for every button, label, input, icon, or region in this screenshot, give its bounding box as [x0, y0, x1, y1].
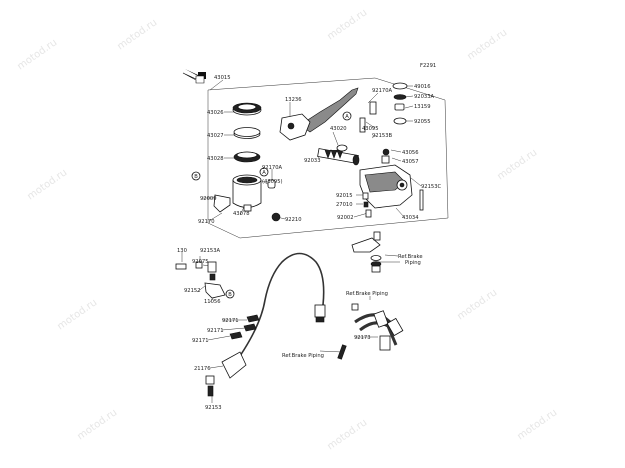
brake-light-switch — [205, 351, 247, 397]
brake-hoses — [351, 303, 404, 351]
boot-43020 — [336, 144, 348, 152]
front-arrow-icon — [182, 69, 206, 84]
callout-a-2: A — [259, 167, 269, 177]
part-label: 92002 — [337, 215, 354, 221]
part-label: 43057 — [402, 159, 419, 165]
part-label: 43028 — [207, 156, 224, 162]
part-label: Ref.Brake Piping — [282, 353, 324, 359]
reservoir-cap — [232, 102, 262, 116]
part-label: 92033A — [414, 94, 435, 100]
part-label: 27010 — [336, 202, 353, 208]
part-label: 92170 — [198, 219, 215, 225]
wire-clamps — [229, 314, 260, 340]
part-label: 43026 — [207, 110, 224, 116]
part-label: 49016 — [414, 84, 431, 90]
part-label: 43020 — [330, 126, 347, 132]
switch-parts — [175, 261, 226, 299]
part-label: 92171 — [222, 318, 239, 324]
callout-a-label: A — [262, 170, 266, 176]
part-label: 92170A — [262, 165, 283, 171]
part-label: Ref.Brake — [398, 254, 423, 260]
assembly-outline — [207, 77, 449, 239]
part-label: Ref.Brake Piping — [346, 291, 388, 297]
part-label: 92171 — [192, 338, 209, 344]
watermark: motod.ru — [455, 287, 499, 322]
part-label: 43015 — [214, 75, 231, 81]
piston-assembly — [317, 148, 360, 166]
master-cylinder-body — [359, 164, 413, 209]
watermark: motod.ru — [495, 147, 539, 182]
hose-clamp — [267, 179, 276, 189]
watermark: motod.ru — [325, 417, 369, 452]
watermark: motod.ru — [55, 297, 99, 332]
banjo-bolt-upper — [351, 231, 382, 273]
reservoir-bracket — [213, 194, 231, 213]
reservoir-diaphragm — [233, 151, 261, 163]
part-label: 92153C — [421, 184, 442, 190]
part-label: 92210 — [285, 217, 302, 223]
part-label: 92152 — [184, 288, 201, 294]
part-label: 92055 — [414, 119, 431, 125]
bolt-92210 — [271, 212, 281, 222]
watermark-layer: motod.ru motod.ru motod.ru motod.ru moto… — [15, 7, 559, 452]
part-label: 11056 — [204, 299, 221, 305]
part-label: 92153A — [200, 248, 221, 254]
part-label: 92171 — [207, 328, 224, 334]
watermark: motod.ru — [325, 7, 369, 42]
diagram-id: F2291 — [420, 63, 436, 69]
part-label: 92015 — [336, 193, 353, 199]
reservoir-tank — [232, 174, 262, 212]
part-label: 43027 — [207, 133, 224, 139]
part-label: 92173 — [354, 335, 371, 341]
watermark: motod.ru — [25, 167, 69, 202]
part-labels: 43015 13236 43026 43027 43028 43020 9203… — [177, 75, 442, 411]
part-label: 92075 — [192, 259, 209, 265]
part-label: 21176 — [194, 366, 211, 372]
part-label: 92033 — [304, 158, 321, 164]
part-label: Piping — [405, 260, 421, 266]
callout-b-label: B — [194, 174, 198, 180]
watermark: motod.ru — [115, 17, 159, 52]
watermark: motod.ru — [465, 27, 509, 62]
callout-a: A — [342, 111, 352, 121]
part-label: 43056 — [402, 150, 419, 156]
part-label: 43095 — [362, 126, 379, 132]
watermark: motod.ru — [515, 407, 559, 442]
watermark: motod.ru — [75, 407, 119, 442]
part-label: 13159 — [414, 104, 431, 110]
callout-b-label: B — [228, 292, 232, 298]
brake-lever — [279, 87, 359, 141]
switch-wire — [229, 252, 326, 374]
part-label: (43095) — [262, 179, 283, 185]
part-label: 13236 — [285, 97, 302, 103]
callout-a-label: A — [345, 114, 349, 120]
part-label: 130 — [177, 248, 187, 254]
part-label: 43034 — [402, 215, 419, 221]
callout-b-2: B — [225, 289, 235, 299]
leader-lines — [181, 79, 422, 403]
part-label: 92170A — [372, 88, 393, 94]
reservoir-plate — [233, 127, 261, 139]
part-label: 43078 — [233, 211, 250, 217]
part-label: 92153 — [205, 405, 222, 411]
bolt-92173 — [337, 344, 347, 360]
bolts-cluster — [359, 82, 424, 218]
part-label: 92153B — [372, 133, 393, 139]
watermark: motod.ru — [15, 37, 59, 72]
part-label: 92009 — [200, 196, 217, 202]
callout-b: B — [191, 171, 201, 181]
